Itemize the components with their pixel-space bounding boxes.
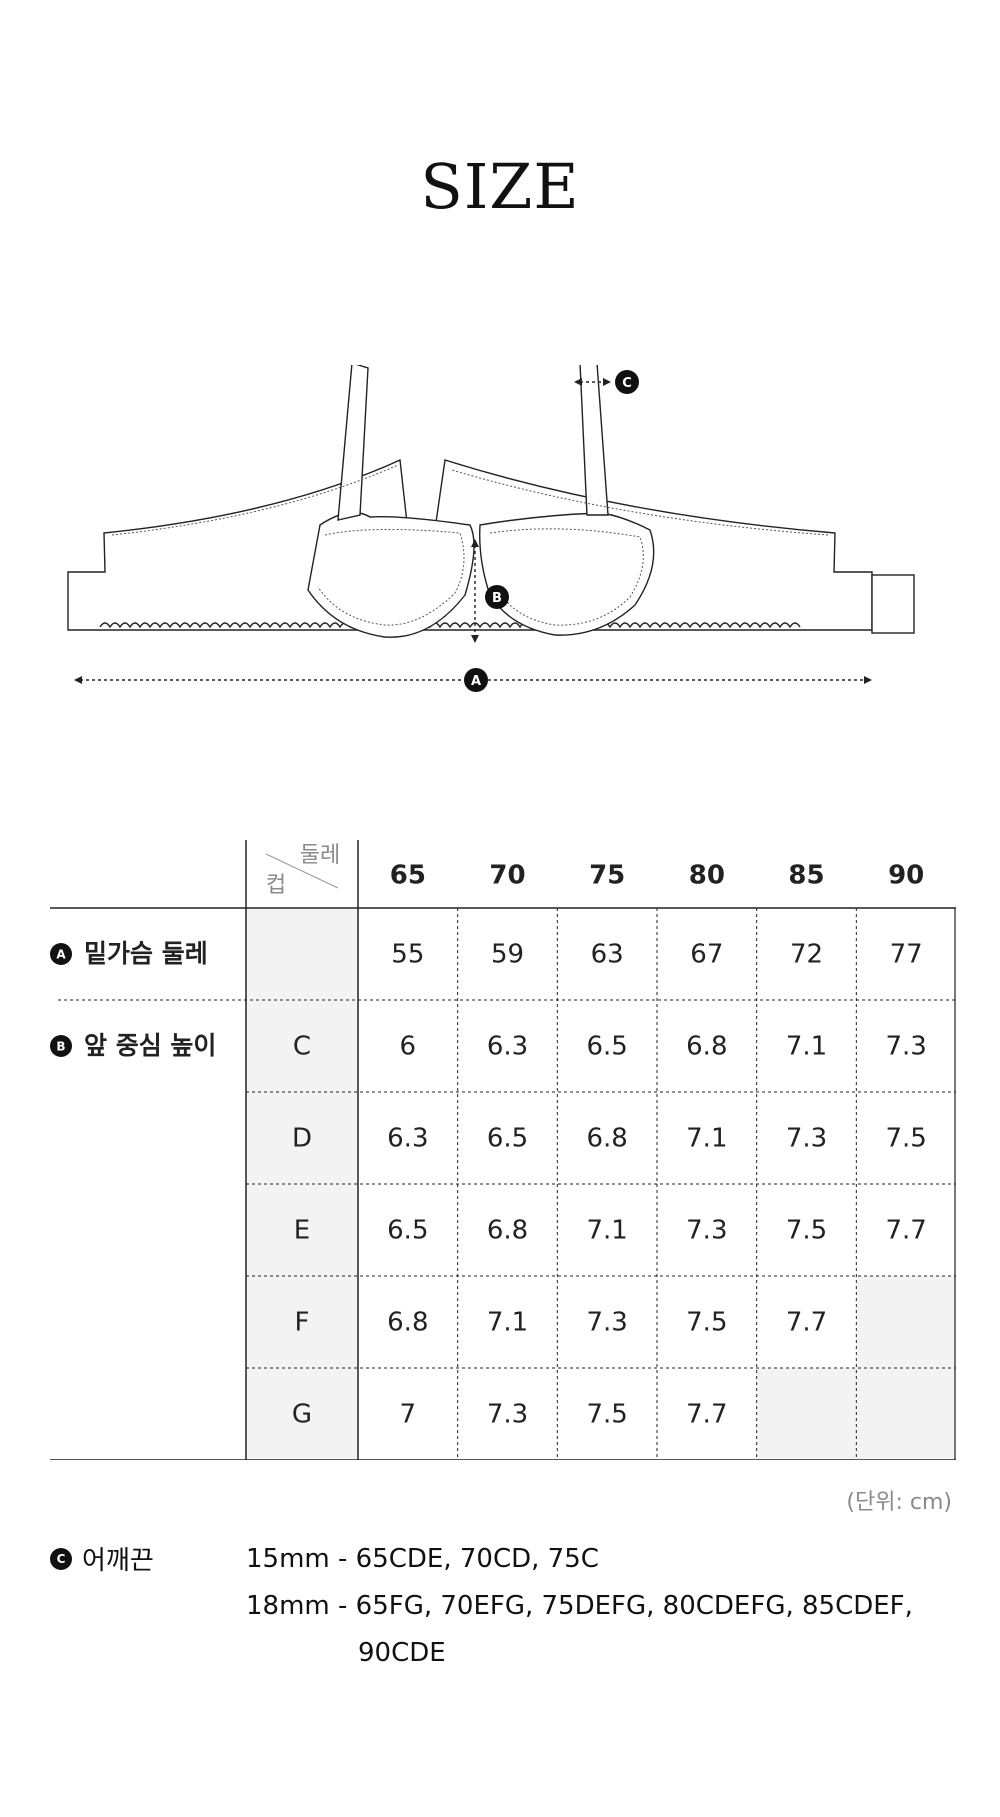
cell-value: 7.1 — [487, 1308, 528, 1338]
row-marker-letter: A — [56, 948, 66, 962]
corner-label-girth: 둘레 — [300, 843, 340, 868]
cell-value: 6.3 — [487, 1032, 528, 1062]
row-label-center-height: 앞 중심 높이 — [84, 1031, 216, 1060]
cell-value: 7.3 — [686, 1216, 727, 1246]
cell-value: 6.3 — [387, 1124, 428, 1154]
cell-value: 6.5 — [586, 1032, 627, 1062]
cell-value: 59 — [491, 940, 524, 970]
strap-marker: C — [50, 1547, 72, 1570]
cell-value: 6.5 — [487, 1124, 528, 1154]
cup-label: E — [294, 1216, 310, 1246]
row-marker-letter: B — [56, 1040, 65, 1054]
cell-value: 67 — [690, 940, 723, 970]
empty-cell — [856, 1368, 956, 1460]
corner-diagonal — [265, 853, 339, 889]
strap-line: 15mm - 65CDE, 70CD, 75C — [246, 1544, 599, 1574]
cup-label: G — [292, 1400, 312, 1430]
right-strap — [579, 365, 609, 516]
cell-value: 7.1 — [686, 1124, 727, 1154]
cell-value: 6.8 — [487, 1216, 528, 1246]
cell-value: 63 — [591, 940, 624, 970]
column-header: 75 — [589, 861, 625, 891]
cell-value: 7.5 — [786, 1216, 827, 1246]
page-title: SIZE — [420, 150, 580, 223]
cell-value: 6 — [400, 1032, 417, 1062]
cell-value: 6.8 — [387, 1308, 428, 1338]
empty-cell — [856, 1276, 956, 1368]
cell-value: 7.1 — [586, 1216, 627, 1246]
left-cup — [307, 511, 475, 638]
cell-value: 7.7 — [686, 1400, 727, 1430]
cell-value: 7.5 — [885, 1124, 926, 1154]
cell-value: 77 — [890, 940, 923, 970]
column-header: 65 — [390, 861, 426, 891]
cell-value: 7.1 — [786, 1032, 827, 1062]
cell-value: 6.8 — [586, 1124, 627, 1154]
cell-value: 7.3 — [487, 1400, 528, 1430]
cell-value: 7 — [400, 1400, 417, 1430]
unit-note: (단위: cm) — [846, 1490, 952, 1515]
cell-value: 7.7 — [885, 1216, 926, 1246]
strap-line: 18mm - 65FG, 70EFG, 75DEFG, 80CDEFG, 85C… — [246, 1591, 913, 1621]
cell-value: 7.3 — [786, 1124, 827, 1154]
column-header: 80 — [689, 861, 725, 891]
column-header: 85 — [788, 861, 824, 891]
cup-label: F — [295, 1308, 310, 1338]
row-marker — [50, 1035, 72, 1057]
column-header: 70 — [489, 861, 525, 891]
marker-c: C — [622, 376, 632, 391]
cell-value: 7.7 — [786, 1308, 827, 1338]
corner-label-cup: 컵 — [266, 873, 286, 898]
hook-eye — [871, 574, 915, 634]
left-strap — [337, 365, 369, 521]
cell-value: 72 — [790, 940, 823, 970]
cell-value: 7.5 — [586, 1400, 627, 1430]
cup-label: D — [292, 1124, 312, 1154]
column-header: 90 — [888, 861, 924, 891]
bra-diagram: A B C — [67, 365, 915, 692]
strap-label-text: 어깨끈 — [82, 1546, 154, 1576]
row-marker — [50, 943, 72, 965]
empty-cell — [756, 1368, 857, 1460]
cell-value: 6.8 — [686, 1032, 727, 1062]
cell-value: 55 — [391, 940, 424, 970]
strap-line: 90CDE — [358, 1638, 446, 1668]
marker-b: B — [492, 591, 502, 606]
cell-value: 7.3 — [586, 1308, 627, 1338]
cell-value: 6.5 — [387, 1216, 428, 1246]
strap-lines: 15mm - 65CDE, 70CD, 75C 18mm - 65FG, 70E… — [246, 1540, 913, 1681]
cell-value: 7.3 — [885, 1032, 926, 1062]
marker-a: A — [471, 674, 481, 689]
lace-hem — [99, 622, 801, 629]
strap-label: C 어깨끈 — [50, 1540, 154, 1577]
cup-label: C — [293, 1032, 311, 1062]
cell-value: 7.5 — [686, 1308, 727, 1338]
row-label-underbust: 밑가슴 둘레 — [84, 939, 208, 968]
